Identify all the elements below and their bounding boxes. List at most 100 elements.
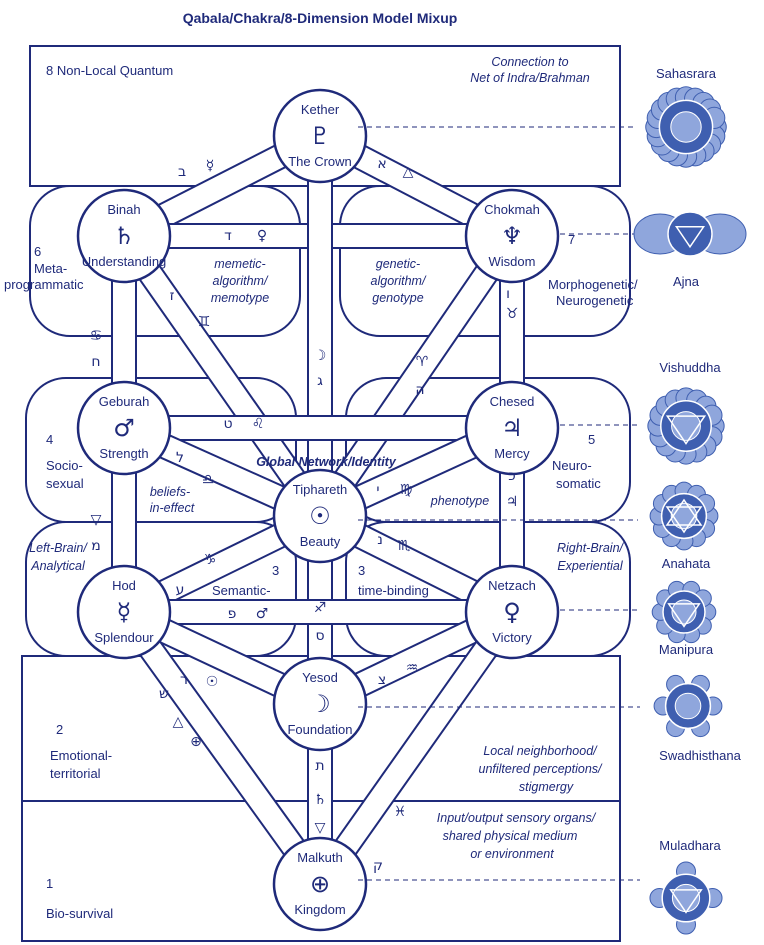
path-label-p8: ח — [91, 354, 100, 370]
path-label-p18: ר — [180, 672, 188, 688]
local-line3: stigmergy — [519, 780, 574, 794]
circuit-8-note-line2: Net of Indra/Brahman — [470, 71, 590, 85]
path-label-p6: ה — [415, 382, 424, 398]
circuit-6-number: 6 — [34, 244, 41, 259]
chakra-sahasrara-icon — [646, 87, 727, 168]
chakra-muladhara-icon — [650, 862, 722, 934]
circuit-8-note-line1: Connection to — [491, 55, 568, 69]
phenotype-label: phenotype — [430, 494, 489, 508]
sephirah-binah-title: Understanding — [82, 254, 167, 269]
path-label-p21b: ▽ — [315, 820, 326, 836]
local-line2: unfiltered perceptions/ — [479, 762, 604, 776]
path-label-p12: כ — [508, 468, 515, 484]
path-label-p6s: ♈ — [416, 354, 429, 370]
path-label-p11: י — [376, 482, 379, 498]
path-label-p7: ז — [170, 288, 175, 304]
circuit-5-number: 5 — [588, 432, 595, 447]
circuit-8-label: 8 Non-Local Quantum — [46, 63, 173, 78]
circuit-7-number: 7 — [568, 232, 575, 247]
path-label-p9: ט — [223, 416, 232, 432]
path-label-p19: צ — [378, 672, 386, 688]
path-label-p10: ל — [176, 450, 184, 466]
sephirah-kether-title: The Crown — [288, 154, 352, 169]
beliefs-line1: beliefs- — [150, 485, 190, 499]
beliefs-line2: in-effect — [150, 501, 195, 515]
sephirah-geburah-name: Geburah — [99, 394, 150, 409]
sephirah-tiphareth-title: Beauty — [300, 534, 341, 549]
path-label-p3s: ♀ — [257, 228, 267, 244]
sephirah-chokmah-title: Wisdom — [489, 254, 536, 269]
genetic-line3: genotype — [372, 291, 423, 305]
left-brain-line1: Left-Brain/ — [29, 541, 88, 555]
circuit-2-line2: territorial — [50, 766, 101, 781]
path-label-p20: ש — [159, 686, 169, 702]
circuit-7-line2: Neurogenetic — [556, 293, 634, 308]
circuit-4-number: 4 — [46, 432, 53, 447]
chakra-vishuddha-label: Vishuddha — [659, 360, 721, 375]
sephirah-kether-symbol: ♇ — [309, 122, 331, 150]
chakra-ajna-icon — [634, 212, 746, 256]
circuit-5-line2: somatic — [556, 476, 601, 491]
io-line1: Input/output sensory organs/ — [437, 811, 597, 825]
circuit-6-line1: Meta- — [34, 261, 67, 276]
chakra-ajna-label: Ajna — [673, 274, 700, 289]
path-label-p1: ב — [178, 164, 186, 180]
path-label-p20b: ⊕ — [190, 734, 202, 750]
diagram-title: Qabala/Chakra/8-Dimension Model Mixup — [183, 10, 458, 26]
chakra-swadhisthana-label: Swadhisthana — [659, 748, 741, 763]
sephirah-yesod-name: Yesod — [302, 670, 338, 685]
circuit-2-line1: Emotional- — [50, 748, 112, 763]
sephirah-malkuth: Malkuth⊕Kingdom — [274, 838, 366, 930]
sephirah-malkuth-symbol: ⊕ — [310, 870, 330, 898]
circuit-4-line2: sexual — [46, 476, 84, 491]
sephirah-hod: Hod☿Splendour — [78, 566, 170, 658]
sephirah-geburah: Geburah♂Strength — [78, 382, 170, 474]
sephirah-binah: Binah ♄ Understanding — [78, 190, 170, 282]
path-label-p17s: ♂ — [256, 606, 269, 622]
path-label-p21s: ♄ — [314, 792, 327, 808]
sephirah-binah-symbol: ♄ — [113, 222, 135, 250]
sephirah-hod-title: Splendour — [94, 630, 154, 645]
sephirah-yesod-title: Foundation — [287, 722, 352, 737]
memetic-line2: algorithm/ — [213, 274, 269, 288]
path-label-p22s: ♓ — [394, 804, 407, 820]
path-label-p13s: ▽ — [91, 512, 102, 528]
sephirah-chesed-title: Mercy — [494, 446, 530, 461]
path-label-p1s: ☿ — [206, 158, 215, 174]
path-label-p19s: ♒ — [406, 660, 419, 676]
sephirah-hod-name: Hod — [112, 578, 136, 593]
path-label-p8s: ♋ — [90, 328, 103, 344]
sephirah-geburah-symbol: ♂ — [113, 414, 135, 442]
chakra-anahata-icon — [650, 482, 718, 550]
left-brain-line2: Analytical — [30, 559, 86, 573]
circuit-5-line1: Neuro- — [552, 458, 592, 473]
path-label-p16: ס — [315, 628, 324, 644]
sephirah-yesod: Yesod☽Foundation — [274, 658, 366, 750]
path-label-p2: א — [377, 156, 386, 172]
circuit-1-number: 1 — [46, 876, 53, 891]
path-label-p2s: △ — [403, 164, 414, 180]
chakra-sahasrara-label: Sahasrara — [656, 66, 717, 81]
path-label-p7s: ♊ — [198, 314, 211, 330]
path-label-p13: מ — [91, 538, 101, 554]
path-label-p5: ו — [506, 286, 510, 302]
circuit-1-label: Bio-survival — [46, 906, 113, 921]
chakra-ajna-disc-top — [668, 212, 712, 256]
sephirah-kether: Kether ♇ The Crown — [274, 90, 366, 182]
sephirah-chokmah: Chokmah♆Wisdom — [466, 190, 558, 282]
path-label-p15: ע — [176, 582, 185, 598]
sephirah-binah-name: Binah — [107, 202, 140, 217]
path-label-p12s: ♃ — [506, 494, 519, 510]
sephirah-kether-name: Kether — [301, 102, 340, 117]
path-label-p21: ת — [315, 758, 324, 774]
sephirah-tiphareth-name: Tiphareth — [293, 482, 347, 497]
genetic-line2: algorithm/ — [371, 274, 427, 288]
io-line2: shared physical medium — [443, 829, 578, 843]
sephirah-chokmah-name: Chokmah — [484, 202, 540, 217]
path-label-p14: נ — [377, 532, 383, 548]
sephirah-netzach-title: Victory — [492, 630, 532, 645]
genetic-line1: genetic- — [376, 257, 420, 271]
chakra-manipura-label: Manipura — [659, 642, 714, 657]
path-label-p9s: ♌ — [252, 416, 265, 432]
